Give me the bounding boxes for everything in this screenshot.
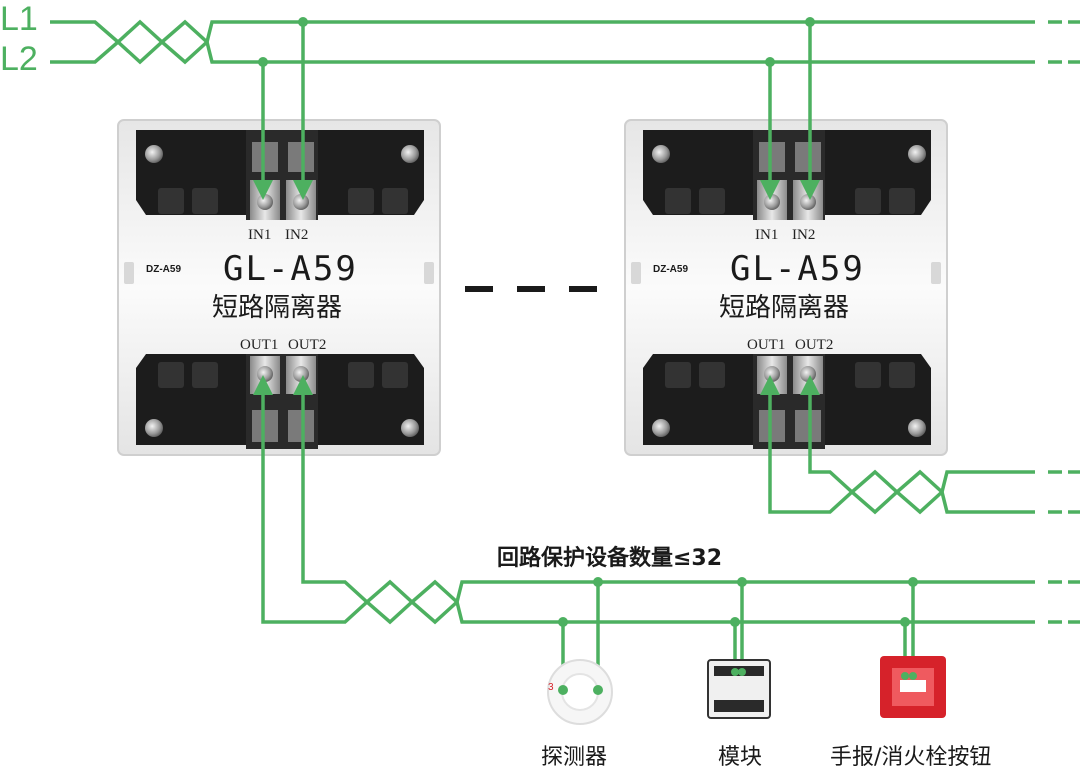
out2-arrow	[800, 375, 820, 395]
terminal-screw	[257, 194, 273, 210]
in1-label: IN1	[755, 227, 778, 243]
isolator-module-1: IN1 IN2 DZ-A59 GL-A59 短路隔离器 OUT1 OUT2	[117, 119, 441, 456]
bottom-terminal-block	[136, 354, 424, 449]
out2-label: OUT2	[795, 337, 833, 353]
model-label: GL-A59	[223, 249, 358, 289]
in1-arrow	[760, 180, 780, 200]
terminal-screw	[293, 366, 309, 382]
in2-label: IN2	[285, 227, 308, 243]
call-point-device: 手报/消火栓按钮	[830, 582, 991, 770]
input-drop-wires	[253, 22, 820, 200]
housing-slot	[931, 262, 941, 284]
device-name-label: 短路隔离器	[719, 293, 849, 323]
in1-label: IN1	[248, 227, 271, 243]
mount-screw	[652, 419, 670, 437]
mount-screw	[908, 419, 926, 437]
out2-arrow	[293, 375, 313, 395]
out1-label: OUT1	[747, 337, 785, 353]
out1-label: OUT1	[240, 337, 278, 353]
module-label: 模块	[718, 745, 762, 770]
bus-lines: L1 L2	[0, 0, 1080, 78]
module-device: 模块	[707, 582, 771, 770]
terminal-screw	[293, 194, 309, 210]
mount-screw	[908, 145, 926, 163]
in2-arrow	[800, 180, 820, 200]
out2-label: OUT2	[288, 337, 326, 353]
top-terminal-block	[643, 130, 931, 220]
housing-slot	[124, 262, 134, 284]
mount-screw	[145, 419, 163, 437]
terminal-screw	[257, 366, 273, 382]
isolator-module-2: IN1 IN2 DZ-A59 GL-A59 短路隔离器 OUT1 OUT2	[624, 119, 948, 456]
bottom-terminal-block	[643, 354, 931, 449]
detector-device: 3 探测器	[541, 582, 613, 770]
terminal-screw	[800, 366, 816, 382]
detector-label: 探测器	[541, 745, 607, 770]
mount-screw	[652, 145, 670, 163]
in2-label: IN2	[792, 227, 815, 243]
module2-output-wires	[760, 375, 1080, 515]
l1-wire	[50, 19, 1035, 46]
svg-text:3: 3	[548, 682, 554, 693]
l2-label: L2	[0, 40, 38, 78]
housing-slot	[424, 262, 434, 284]
mount-screw	[145, 145, 163, 163]
terminal-screw	[800, 194, 816, 210]
model-label: GL-A59	[730, 249, 865, 289]
l1-label: L1	[0, 0, 38, 38]
brand-label: DZ-A59	[146, 264, 181, 275]
continuation-dashes	[465, 286, 597, 292]
brand-label: DZ-A59	[653, 264, 688, 275]
terminal-screw	[764, 194, 780, 210]
l2-wire	[50, 38, 1035, 65]
mount-screw	[401, 145, 419, 163]
device-name-label: 短路隔离器	[212, 293, 342, 323]
top-terminal-block	[136, 130, 424, 220]
out1-arrow	[253, 375, 273, 395]
loop-note: 回路保护设备数量≤32	[497, 545, 722, 571]
out1-arrow	[760, 375, 780, 395]
terminal-screw	[764, 366, 780, 382]
in2-arrow	[293, 180, 313, 200]
mount-screw	[401, 419, 419, 437]
housing-slot	[631, 262, 641, 284]
in1-arrow	[253, 180, 273, 200]
call-point-label: 手报/消火栓按钮	[830, 745, 991, 770]
